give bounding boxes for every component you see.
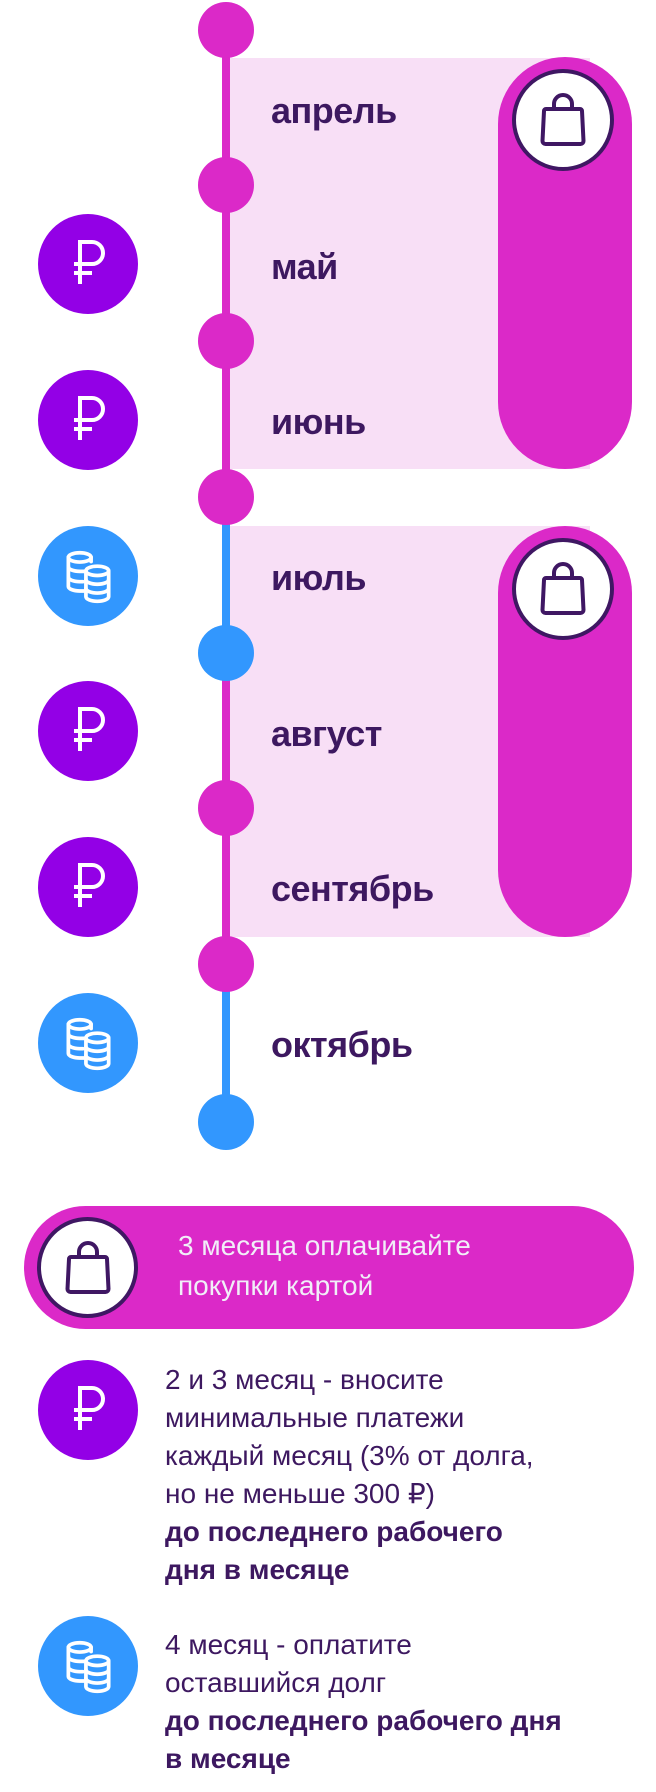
timeline-dot: [198, 157, 254, 213]
coins-icon: [38, 526, 138, 626]
timeline-dot: [198, 625, 254, 681]
coins-icon: [38, 993, 138, 1093]
legend-line: 2 и 3 месяц - вносите: [165, 1364, 444, 1395]
month-label-september: сентябрь: [271, 868, 434, 909]
ruble-icon: [38, 1360, 138, 1460]
legend-line: оставшийся долг: [165, 1667, 387, 1698]
banner-line-1: 3 месяца оплачивайте: [178, 1230, 471, 1261]
ruble-icon: [38, 837, 138, 937]
period-pill-1: [498, 57, 632, 469]
timeline-dot: [198, 780, 254, 836]
legend-card-purchase-banner: 3 месяца оплачивайте покупки картой: [24, 1206, 634, 1329]
timeline-dot: [198, 469, 254, 525]
legend-line: 4 месяц - оплатите: [165, 1629, 412, 1660]
month-label-april: апрель: [271, 90, 397, 131]
month-label-june: июнь: [271, 401, 366, 442]
ruble-icon: [38, 214, 138, 314]
timeline-dot: [198, 1094, 254, 1150]
timeline-segment: [222, 964, 230, 1122]
period-pill-2: [498, 526, 632, 937]
timeline-segment: [222, 30, 230, 497]
ruble-icon: [38, 370, 138, 470]
legend-line: минимальные платежи: [165, 1402, 465, 1433]
legend-line: но не меньше 300 ₽): [165, 1478, 435, 1509]
timeline-dot: [198, 936, 254, 992]
legend-deadline-line: до последнего рабочего дня: [165, 1705, 562, 1736]
banner-text: 3 месяца оплачивайте покупки картой: [178, 1226, 471, 1306]
shopping-bag-icon: [512, 69, 614, 171]
month-label-july: июль: [271, 557, 366, 598]
banner-line-2: покупки картой: [178, 1270, 374, 1301]
timeline-segment: [222, 497, 230, 653]
month-label-october: октябрь: [271, 1024, 413, 1065]
ruble-icon: [38, 681, 138, 781]
timeline-dot: [198, 313, 254, 369]
shopping-bag-icon: [37, 1217, 138, 1318]
month-label-may: май: [271, 246, 338, 287]
legend-deadline-line: в месяце: [165, 1743, 291, 1774]
legend-deadline-line: дня в месяце: [165, 1554, 350, 1585]
legend-line: каждый месяц (3% от долга,: [165, 1440, 534, 1471]
legend-minimal-payments-text: 2 и 3 месяц - вносите минимальные платеж…: [165, 1361, 534, 1589]
timeline-dot: [198, 2, 254, 58]
coins-icon: [38, 1616, 138, 1716]
legend-deadline-line: до последнего рабочего: [165, 1516, 503, 1547]
shopping-bag-icon: [512, 538, 614, 640]
month-label-august: август: [271, 713, 382, 754]
legend-final-payment-text: 4 месяц - оплатите оставшийся долг до по…: [165, 1626, 562, 1778]
